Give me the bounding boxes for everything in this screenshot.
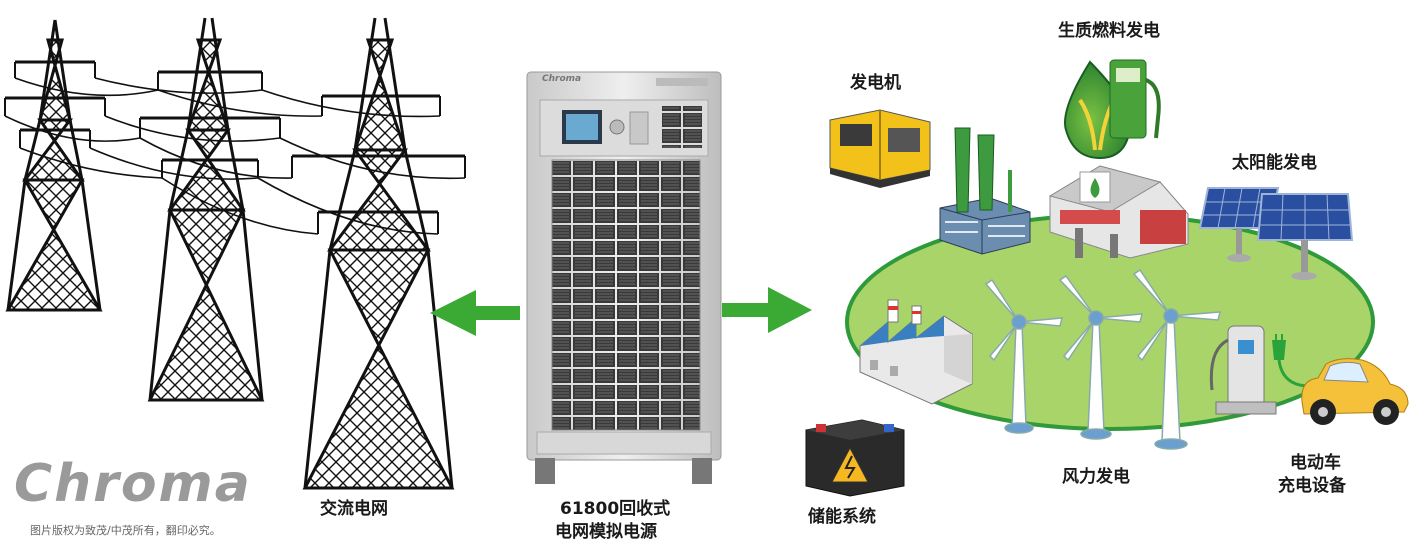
solar-panel-icon (1198, 187, 1354, 280)
electric-car-icon (1301, 358, 1409, 425)
solar-label: 太阳能发电 (1232, 153, 1317, 173)
ev-charger-icon (1209, 325, 1307, 415)
chroma-logo: Chroma (14, 454, 252, 514)
biofuel-label: 生质燃料发电 (1058, 21, 1160, 41)
generator-label: 发电机 (850, 73, 901, 93)
ev-label-line1: 电动车 (1290, 453, 1341, 473)
storage-label: 储能系统 (808, 507, 876, 527)
wind-turbine-icon (1132, 268, 1221, 450)
generator-icon (829, 109, 931, 188)
power-tower-right (291, 17, 466, 490)
device-label-line2: 电网模拟电源 (555, 522, 657, 542)
wind-turbine-icon (1058, 274, 1143, 440)
copyright-notice: 图片版权为致茂/中茂所有，翻印必究。 (30, 524, 221, 537)
battery-storage-icon (805, 419, 905, 497)
cabinet-logo: Chroma (542, 74, 582, 84)
device-label-line1: 61800回收式 (560, 499, 671, 519)
factory-icon (859, 299, 973, 405)
regenerative-grid-simulator-cabinet (526, 71, 722, 484)
arrow-to-grid (430, 290, 520, 336)
wind-label: 风力发电 (1062, 467, 1130, 487)
arrow-to-microgrid (722, 287, 812, 333)
fuel-station-icon (1048, 165, 1189, 259)
biofuel-icon (1064, 59, 1161, 160)
power-lines (4, 77, 466, 235)
grid-label: 交流电网 (320, 499, 388, 519)
power-tower-left (4, 19, 106, 312)
ev-label-line2: 充电设备 (1278, 476, 1346, 496)
power-tower-middle (139, 17, 281, 402)
power-plant-icon (939, 127, 1031, 255)
wind-turbine-icon (984, 278, 1063, 434)
